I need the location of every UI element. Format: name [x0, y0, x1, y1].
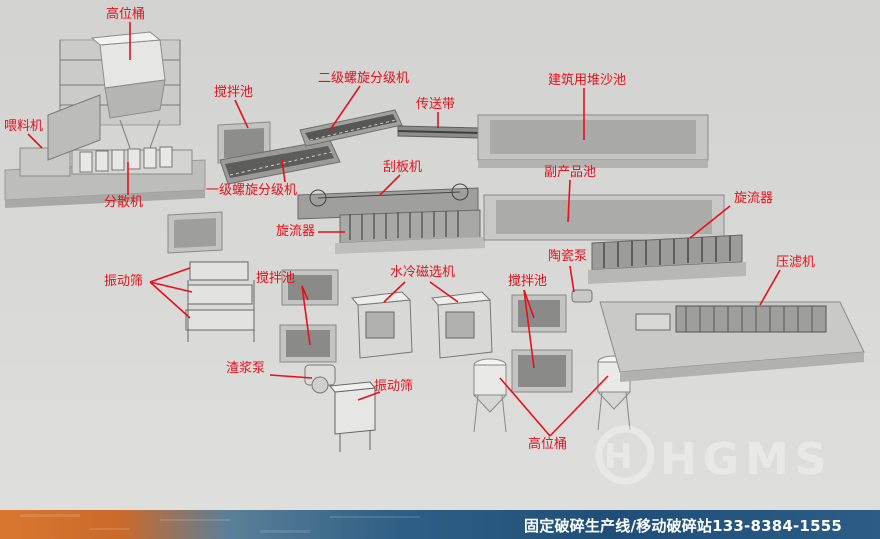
svg-text:H: H: [604, 437, 632, 477]
label-mixing-tank-1: 搅拌池: [214, 85, 254, 100]
bottom-banner: 固定破碎生产线/移动破碎站133-8384-1555: [0, 510, 880, 539]
banner-contact-text: 固定破碎生产线/移动破碎站133-8384-1555: [524, 517, 842, 535]
label-slurry-pump: 渣浆泵: [226, 361, 266, 376]
label-vibrating-screen-1: 振动筛: [104, 274, 144, 289]
leader-lines: [27, 22, 781, 437]
byproduct-pool: [483, 194, 725, 241]
label-disperser: 分散机: [104, 195, 144, 210]
label-header-tank-bottom: 高位桶: [528, 437, 568, 452]
hydrocyclone-left: [335, 209, 485, 254]
label-byproduct-pool: 副产品池: [544, 165, 597, 180]
label-feeder: 喂料机: [4, 119, 44, 134]
primary-spiral-classifier: [219, 139, 341, 185]
vibrating-screen-1: [185, 261, 255, 342]
small-sump: [167, 211, 223, 254]
slurry-pump: [304, 364, 336, 394]
construction-sand-pile-pool: [477, 114, 709, 168]
mixing-tank-1: [217, 121, 271, 164]
mixing-tank-2: [279, 269, 339, 363]
label-hydrocyclone-right: 旋流器: [734, 191, 774, 206]
watermark-text: HGMS: [660, 434, 832, 485]
secondary-spiral-classifier: [299, 109, 403, 147]
filter-press: [599, 301, 865, 382]
label-conveyor-belt: 传送带: [416, 97, 456, 112]
label-primary-spiral-classifier: 一级螺旋分级机: [206, 183, 298, 198]
hgms-watermark: H HGMS: [595, 425, 832, 485]
water-cooled-magnetic-separator-2: [431, 291, 493, 359]
label-mixing-tank-2: 搅拌池: [256, 271, 296, 286]
label-mixing-tank-3: 搅拌池: [508, 274, 548, 289]
label-construction-sand-pile: 建筑用堆沙池: [548, 73, 627, 88]
disperser: [79, 146, 173, 173]
water-cooled-magnetic-separator-1: [351, 291, 413, 359]
label-vibrating-screen-2: 振动筛: [374, 379, 414, 394]
label-water-cooled-magnetic-separator: 水冷磁选机: [390, 265, 456, 280]
banner-texture: [20, 514, 420, 533]
label-filter-press: 压滤机: [776, 255, 816, 270]
label-header-tank-top: 高位桶: [106, 7, 146, 22]
process-flow-scene: H HGMS: [0, 0, 880, 510]
header-tank-top: [90, 31, 166, 119]
vibrating-screen-2: [329, 381, 376, 452]
label-secondary-spiral-classifier: 二级螺旋分级机: [318, 71, 410, 86]
conveyor-belt: [397, 125, 481, 139]
label-ceramic-pump: 陶瓷泵: [548, 249, 588, 264]
label-hydrocyclone-left: 旋流器: [276, 224, 316, 239]
hydrocyclone-right: [588, 234, 746, 284]
label-scraper: 刮板机: [383, 160, 423, 175]
header-tank-bottom-1: [472, 358, 508, 433]
ceramic-pump: [571, 289, 593, 303]
